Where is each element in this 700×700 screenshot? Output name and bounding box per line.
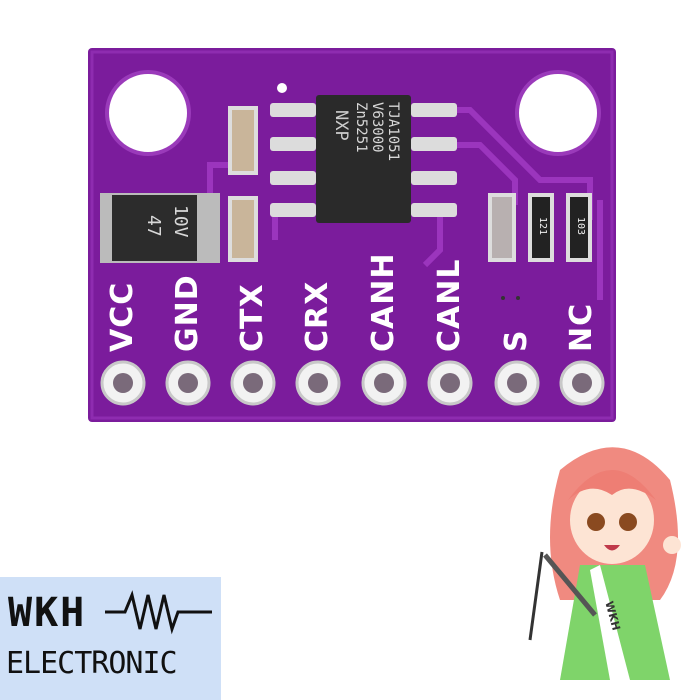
pin-hole <box>374 373 394 393</box>
pin-hole <box>440 373 460 393</box>
pin-hole <box>308 373 328 393</box>
logo-line2: ELECTRONIC <box>6 646 178 681</box>
capacitor <box>228 196 258 262</box>
pin-hole <box>507 373 527 393</box>
pin-hole <box>178 373 198 393</box>
resistor <box>528 193 554 262</box>
soldering-iron-icon <box>543 553 597 617</box>
ic-chip <box>316 95 411 223</box>
capacitor <box>488 193 516 262</box>
pcb-board <box>88 48 616 422</box>
chip-legs <box>270 103 457 217</box>
brand-logo: WKH ELECTRONIC <box>0 577 221 700</box>
tantalum-capacitor <box>112 195 197 261</box>
resistor <box>566 193 592 262</box>
pin-hole <box>243 373 263 393</box>
resistor-icon <box>105 590 212 635</box>
mounting-hole <box>515 70 601 156</box>
pin-hole <box>113 373 133 393</box>
capacitor <box>228 106 258 175</box>
mounting-hole <box>105 70 191 156</box>
pin-hole <box>572 373 592 393</box>
logo-line1: WKH <box>8 590 87 636</box>
